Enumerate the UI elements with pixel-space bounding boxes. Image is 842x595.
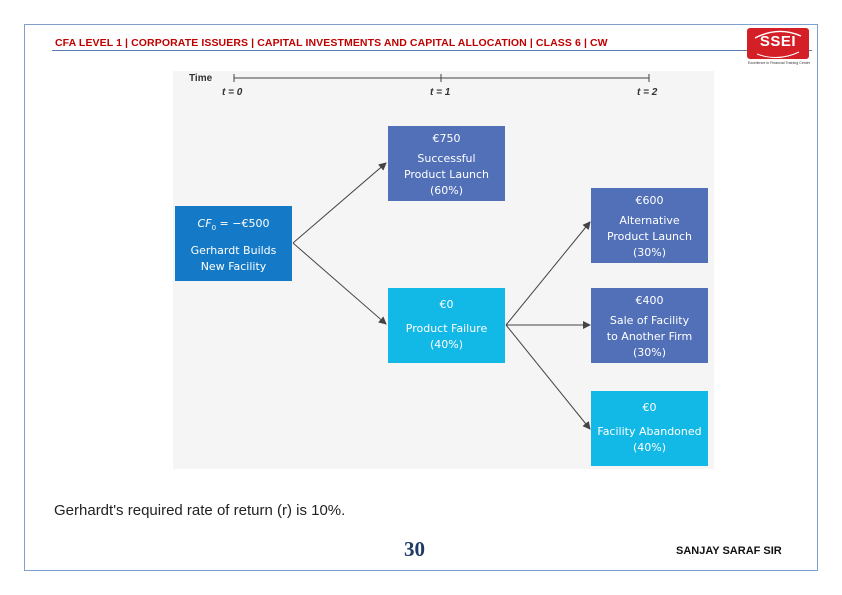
timeline-label: Time — [189, 73, 213, 84]
node-facility-abandoned: €0 Facility Abandoned (40%) — [591, 391, 708, 466]
node-start-label: Gerhardt Builds New Facility — [190, 244, 277, 274]
node-sale-label: Sale of Facility to Another Firm (30%) — [606, 314, 693, 359]
page-border — [24, 24, 818, 571]
cf-symbol: CF — [197, 217, 212, 230]
node-failure-label: Product Failure (40%) — [405, 322, 488, 351]
author-name: SANJAY SARAF SIR — [676, 545, 782, 557]
cf-value: = −€500 — [216, 217, 270, 230]
node-alternative-label: Alternative Product Launch (30%) — [606, 214, 693, 259]
branch-start-to-failure — [292, 242, 387, 325]
node-start-cashflow: CF0 = −€500 — [175, 216, 292, 236]
cf-subscript: 0 — [211, 224, 217, 233]
required-return-text: Gerhardt's required rate of return (r) i… — [54, 502, 346, 519]
node-successful-launch: €750 Successful Product Launch (60%) — [388, 126, 505, 201]
header-divider — [52, 50, 812, 51]
branch-start-to-success — [292, 162, 387, 244]
node-abandoned-label: Facility Abandoned (40%) — [597, 425, 702, 454]
branch-failure-to-abandoned — [505, 324, 591, 430]
tree-connectors — [233, 74, 650, 430]
logo-badge: SSEI — [747, 28, 809, 59]
node-start-facility: CF0 = −€500 Gerhardt Builds New Facility — [175, 206, 292, 281]
node-success-amount: €750 — [432, 132, 461, 145]
timeline-t1-label: t = 1 — [430, 87, 451, 98]
logo-swoosh-icon — [754, 30, 802, 58]
node-alternative-launch: €600 Alternative Product Launch (30%) — [591, 188, 708, 263]
logo-text: SSEI — [759, 33, 797, 50]
ssei-logo: SSEI Excellence in Financial Training Ce… — [746, 28, 812, 68]
timeline-t2-label: t = 2 — [637, 87, 658, 98]
node-sale-amount: €400 — [635, 294, 664, 307]
page-number: 30 — [404, 537, 425, 561]
timeline-t0-label: t = 0 — [222, 87, 243, 98]
node-alternative-amount: €600 — [635, 194, 664, 207]
logo-tagline: Excellence in Financial Training Center — [747, 61, 811, 65]
decision-tree-diagram: Time t = 0 t = 1 t = 2 CF0 = −€500 Gerha… — [173, 71, 714, 469]
node-success-label: Successful Product Launch (60%) — [403, 152, 490, 197]
page-header-title: CFA LEVEL 1 | CORPORATE ISSUERS | CAPITA… — [55, 37, 608, 49]
node-sale-of-facility: €400 Sale of Facility to Another Firm (3… — [591, 288, 708, 363]
node-failure-amount: €0 — [439, 298, 454, 311]
node-product-failure: €0 Product Failure (40%) — [388, 288, 505, 363]
branch-failure-to-alternative — [505, 221, 591, 326]
node-abandoned-amount: €0 — [642, 401, 657, 414]
